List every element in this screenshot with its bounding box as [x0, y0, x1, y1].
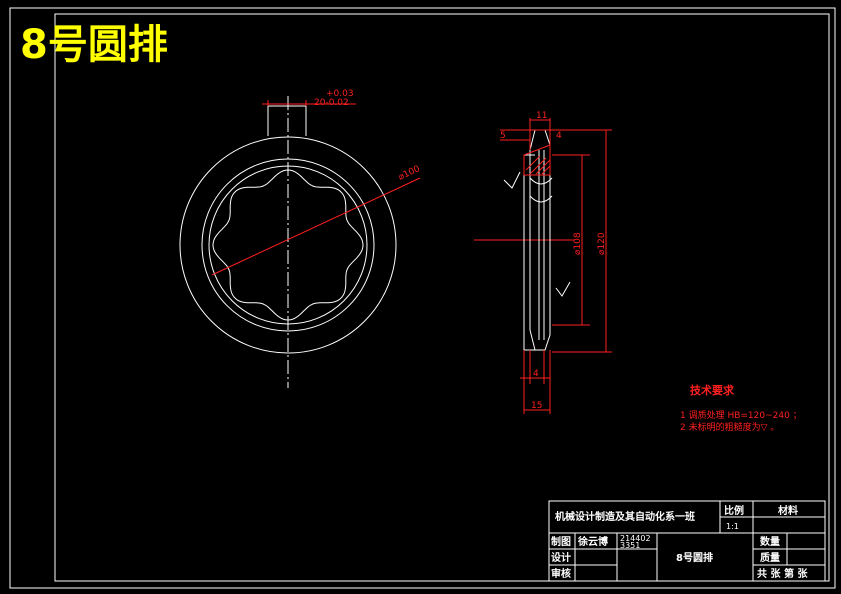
dim-dia-100: ⌀100 — [397, 164, 422, 183]
dim-15: 15 — [531, 401, 542, 411]
qty-label: 数量 — [760, 535, 780, 548]
drawn-label: 制图 — [551, 535, 571, 548]
tech-requirements: 技术要求 1 调质处理 HB=120~240 ； 2 未标明的粗糙度为▽ 。 — [680, 383, 802, 433]
sheet-inner-border — [54, 13, 830, 582]
school-name: 机械设计制造及其自动化系一班 — [555, 510, 695, 523]
student-no-2: 3351 — [620, 541, 640, 550]
internal-spline-profile — [212, 169, 364, 321]
dim-dia-120: ⌀120 — [597, 232, 607, 255]
sheet-outer-border — [9, 7, 836, 589]
keyway-tol-lower: 20-0.02 — [314, 98, 349, 108]
front-view: +0.03 20-0.02 ⌀100 — [179, 89, 422, 388]
mass-label: 质量 — [760, 551, 780, 564]
sheets-label: 共 张 第 张 — [757, 567, 808, 580]
scale-value: 1:1 — [726, 522, 739, 531]
material-label: 材料 — [778, 504, 798, 517]
title-block: 机械设计制造及其自动化系一班 比例 1:1 材料 制图 徐云博 214402 3… — [548, 500, 826, 582]
side-view: 11 5 4 ⌀108 ⌀120 4 15 — [474, 111, 612, 414]
dim-4-bottom: 4 — [533, 369, 539, 379]
keyway-tol-upper: +0.03 — [326, 89, 354, 99]
drawing-title: 8号圆排 — [20, 22, 168, 68]
tech-line-1: 1 调质处理 HB=120~240 ； — [680, 409, 802, 421]
tech-heading: 技术要求 — [690, 383, 735, 397]
scale-label: 比例 — [724, 504, 744, 517]
drawn-name: 徐云博 — [577, 535, 608, 548]
dim-5: 5 — [500, 131, 506, 141]
design-label: 设计 — [551, 551, 571, 564]
dim-11: 11 — [536, 111, 547, 121]
student-no-1: 214402 — [620, 534, 651, 543]
dim-dia-108: ⌀108 — [573, 232, 583, 255]
check-label: 审核 — [551, 567, 571, 580]
dim-4-top: 4 — [556, 131, 562, 141]
part-name: 8号圆排 — [676, 551, 713, 564]
tech-line-2: 2 未标明的粗糙度为▽ 。 — [680, 421, 779, 433]
